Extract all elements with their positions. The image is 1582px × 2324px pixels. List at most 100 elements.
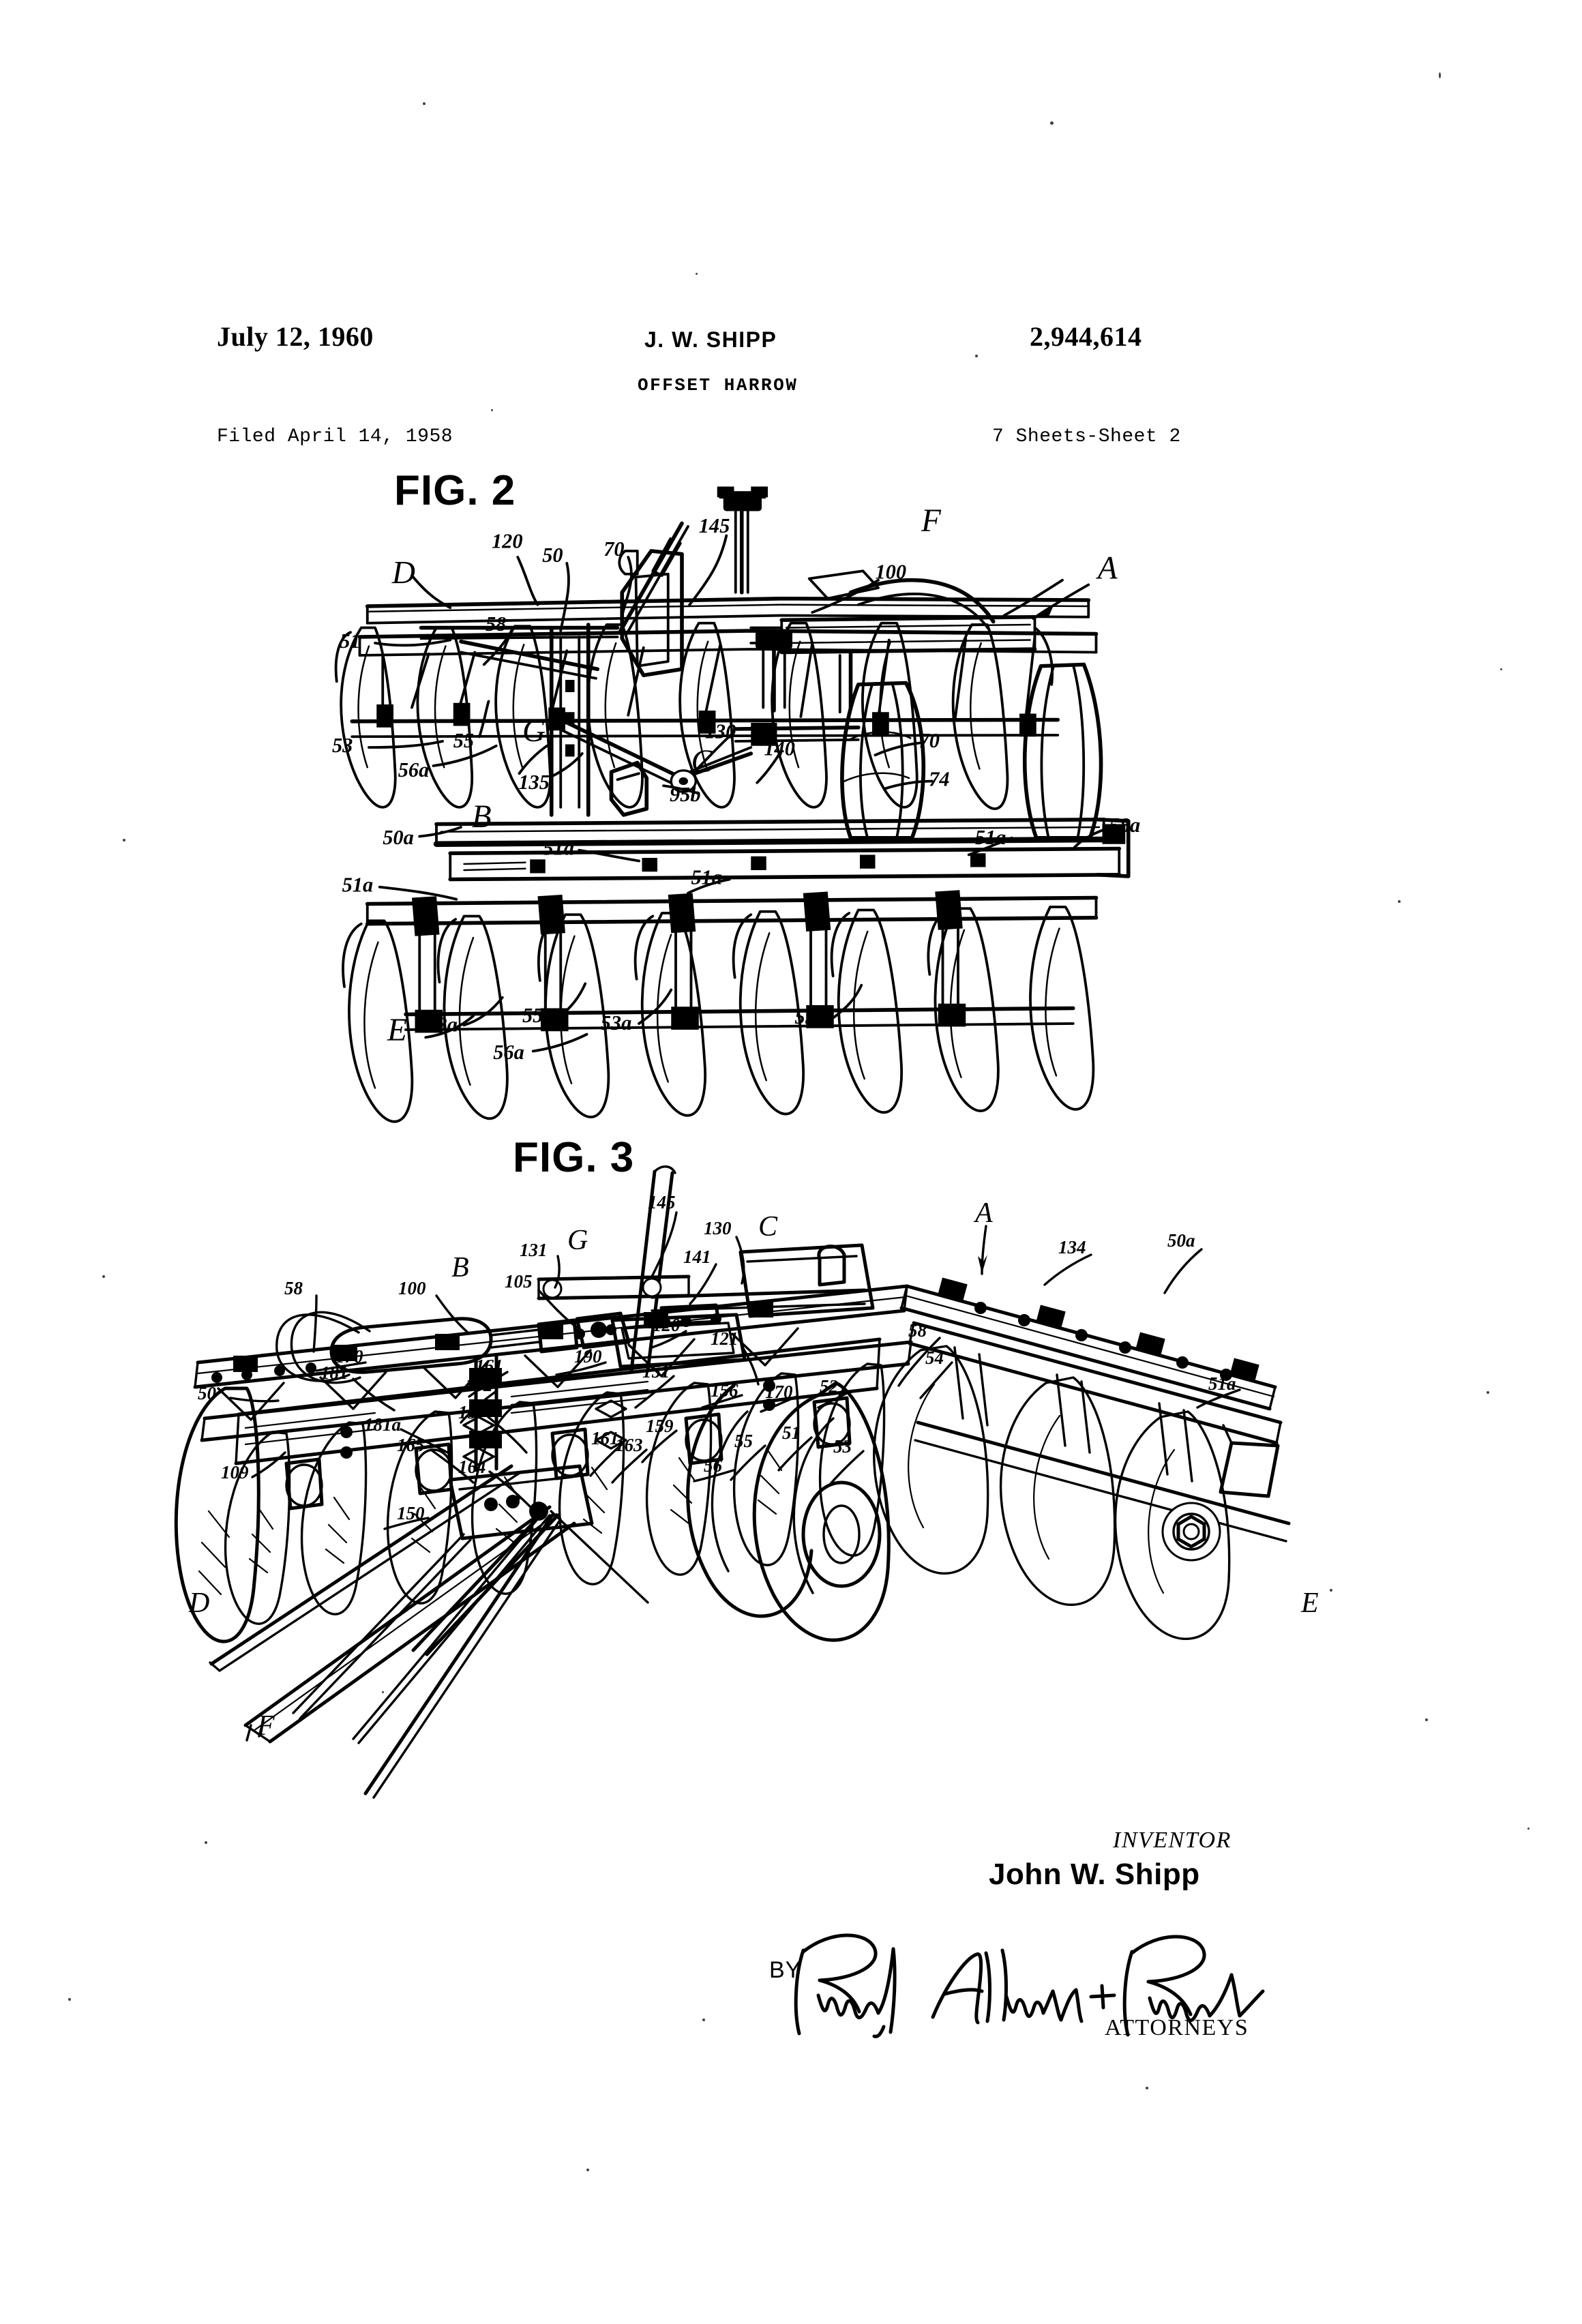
fig2-num-50a: 50a <box>383 826 414 849</box>
fig3-letter-F: F <box>256 1710 275 1742</box>
fig2-front-gang <box>334 596 1099 810</box>
fig2-num-51: 51 <box>340 629 360 653</box>
fig3-num-190: 190 <box>574 1346 602 1367</box>
fig3-letter-G: G <box>567 1225 588 1256</box>
fig3-num-170a: 170 <box>335 1346 363 1367</box>
fig3-num-130: 130 <box>704 1218 732 1238</box>
fig3-num-150: 150 <box>397 1503 425 1523</box>
fig2-num-51a3: 51a <box>342 874 374 897</box>
fig3-num-164: 164 <box>458 1457 486 1477</box>
fig3-leader-lines <box>229 1211 1241 1530</box>
fig3-arrow-a <box>978 1225 987 1275</box>
fig3-front-gang <box>174 1337 886 1643</box>
fig2-num-56a2: 56a <box>493 1041 524 1064</box>
fig3-num-181a: 181a <box>364 1414 401 1435</box>
fig2-num-50: 50 <box>542 543 563 567</box>
fig3-num-121: 121 <box>711 1328 738 1349</box>
fig3-num-163: 163 <box>615 1435 643 1455</box>
fig2-wheel <box>838 651 1103 840</box>
fig2-leader-lines <box>368 534 1113 1053</box>
fig3-num-105: 105 <box>505 1271 533 1292</box>
fig2-num-100: 100 <box>876 561 907 584</box>
figure-2-drawing: D F A G C B E 120 50 70 145 100 51 58 53… <box>332 486 1140 1123</box>
fig3-num-56: 56 <box>704 1455 723 1476</box>
filing-date: Filed April 14, 1958 <box>217 426 453 447</box>
fig3-num-156: 156 <box>711 1380 738 1401</box>
fig3-num-165: 165 <box>397 1435 425 1455</box>
patent-title: OFFSET HARROW <box>638 375 799 396</box>
fig2-num-51a4: 51a <box>691 865 723 889</box>
issue-date: July 12, 1960 <box>217 321 374 352</box>
attorney-signature <box>794 1933 1265 2038</box>
figure-3-drawing: A C G B D E F 145 130 131 141 134 50a 10… <box>174 1165 1319 1799</box>
fig3-letter-E: E <box>1300 1588 1319 1619</box>
fig3-num-159: 159 <box>646 1416 674 1436</box>
fig3-num-54: 54 <box>925 1347 944 1368</box>
fig2-num-130: 130 <box>705 720 736 743</box>
fig2-num-74: 74 <box>929 767 949 790</box>
fig3-num-152: 152 <box>465 1375 493 1395</box>
attorney-label: ATTORNEYS <box>1105 2015 1249 2040</box>
fig3-num-51: 51 <box>782 1422 801 1443</box>
fig2-hitch-linkage <box>419 486 1037 817</box>
fig2-num-51a1: 51a <box>543 837 574 860</box>
fig3-num-170b: 170 <box>765 1382 793 1402</box>
fig3-letter-B: B <box>451 1252 469 1283</box>
fig2-num-120: 120 <box>492 530 523 553</box>
fig3-num-50: 50 <box>198 1383 217 1403</box>
fig2-num-58a: 58a <box>1109 814 1141 837</box>
fig2-num-55a2: 55a <box>794 1005 826 1028</box>
fig3-letter-C: C <box>758 1211 778 1242</box>
fig2-artwork: D F A G C B E 120 50 70 145 100 51 58 53… <box>332 486 1140 1123</box>
fig2-num-135: 135 <box>518 771 550 794</box>
fig2-num-53: 53 <box>332 734 353 757</box>
fig2-letter-B: B <box>472 799 492 835</box>
fig3-num-58a: 58 <box>284 1278 303 1298</box>
fig2-letter-F: F <box>921 503 942 539</box>
patent-number: 2,944,614 <box>1030 321 1142 352</box>
fig2-num-70: 70 <box>603 537 624 561</box>
inventor-name: John W. Shipp <box>989 1858 1200 1891</box>
fig2-num-51a2: 51a <box>975 826 1006 849</box>
fig2-letter-D: D <box>391 555 415 591</box>
fig2-letter-A: A <box>1096 551 1118 586</box>
fig2-labels: D F A G C B E 120 50 70 145 100 51 58 53… <box>332 503 1140 1064</box>
fig3-num-131: 131 <box>520 1240 548 1260</box>
fig2-num-56a: 56a <box>398 758 430 781</box>
fig3-labels: A C G B D E F 145 130 131 141 134 50a 10… <box>188 1192 1319 1742</box>
fig3-num-161b: 161 <box>591 1428 619 1448</box>
fig3-num-55: 55 <box>734 1431 753 1451</box>
fig3-num-145: 145 <box>648 1192 676 1212</box>
fig2-num-58: 58 <box>486 612 506 636</box>
fig3-num-53: 53 <box>833 1436 852 1457</box>
fig2-letter-E: E <box>387 1013 407 1048</box>
fig3-num-134: 134 <box>1058 1237 1086 1257</box>
fig3-tongue <box>209 1464 576 1744</box>
fig2-rear-gang <box>342 817 1131 1123</box>
fig2-letter-C: C <box>691 744 713 779</box>
fig2-letter-G: G <box>522 713 546 749</box>
figure-2-caption: FIG. 2 <box>394 467 516 514</box>
inventor-label: INVENTOR <box>1113 1828 1232 1853</box>
fig2-num-95b: 95b <box>670 783 701 806</box>
fig3-letter-D: D <box>188 1588 209 1619</box>
fig3-num-141: 141 <box>683 1247 711 1267</box>
fig3-num-157: 157 <box>458 1402 487 1422</box>
fig3-num-181: 181 <box>320 1362 348 1383</box>
fig3-main-frame <box>193 1284 913 1442</box>
by-label: BY <box>769 1957 802 1983</box>
fig3-num-51a: 51a <box>1208 1373 1236 1394</box>
fig2-num-55a1: 55a <box>522 1004 554 1027</box>
fig3-num-52: 52 <box>820 1376 838 1397</box>
fig3-num-58b: 58 <box>908 1320 927 1341</box>
fig2-num-53a2: 53a <box>601 1011 632 1034</box>
fig3-num-109: 109 <box>221 1462 249 1483</box>
fig3-num-120: 120 <box>653 1315 681 1335</box>
fig2-num-70b: 70 <box>919 729 940 752</box>
sheet-count: 7 Sheets-Sheet 2 <box>992 426 1181 447</box>
fig2-num-145: 145 <box>699 514 730 537</box>
fig3-letter-A: A <box>973 1197 993 1229</box>
fig3-num-161a: 161 <box>475 1356 503 1376</box>
fig2-num-55: 55 <box>453 729 474 752</box>
fig3-num-151a: 151 <box>642 1361 670 1382</box>
